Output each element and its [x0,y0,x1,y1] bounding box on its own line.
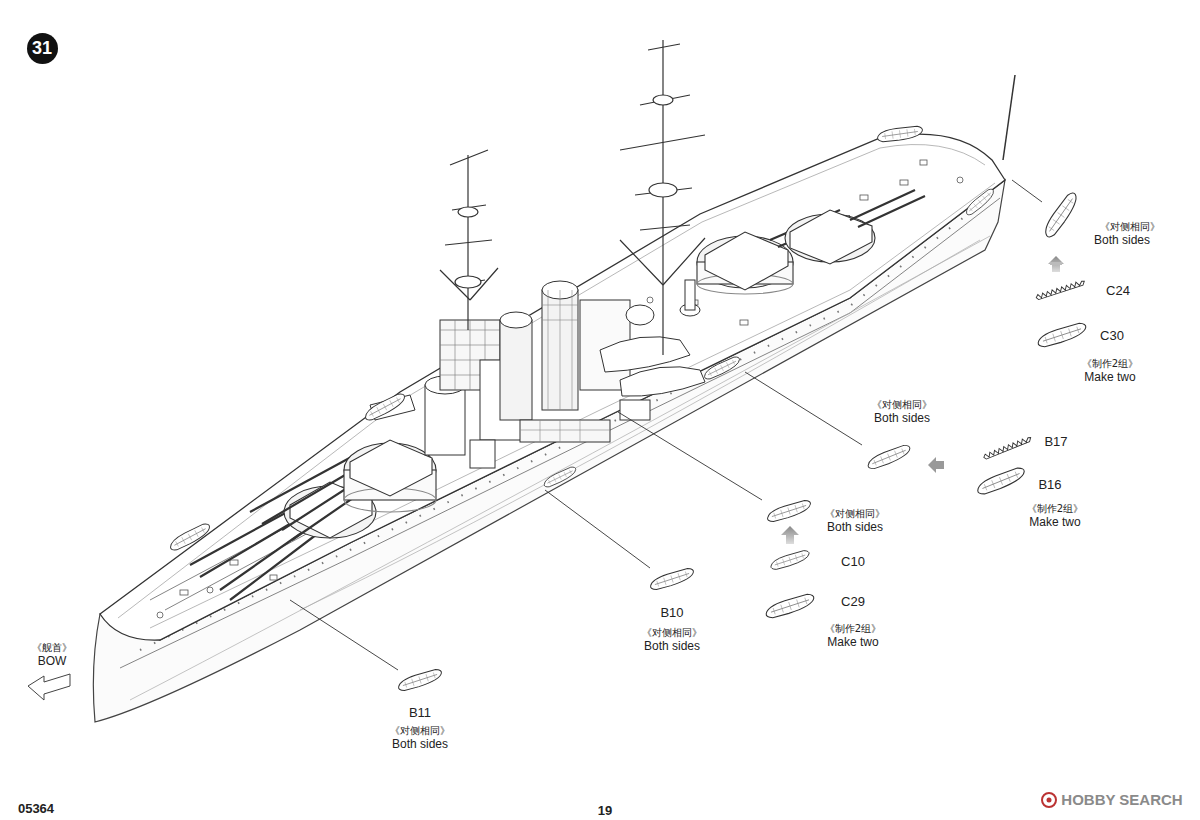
part-label: 《舰首》 [32,642,72,653]
part-label: C10 [841,554,865,569]
label-box: B11 [409,703,431,721]
part-label: 《对侧相同》 [872,399,932,410]
hull-lines [130,236,990,700]
part-label: B16 [1038,477,1061,492]
label-box: 《对侧相同》 [825,503,885,521]
label-box: C24 [1106,281,1130,299]
label-box: B16 [1038,475,1061,493]
label-box: 《制作2组》 [825,618,881,636]
label-box: 《制作2组》 [1082,353,1138,371]
label-box: 《对侧相同》 [642,622,702,640]
part-label: 《制作2组》 [1082,358,1138,369]
part-label: C24 [1106,283,1130,298]
label-box: 《对侧相同》 [872,394,932,412]
part-label: 《对侧相同》 [390,725,450,736]
label-box: Both sides [392,734,448,752]
label-box: 《制作2组》 [1027,498,1083,516]
part-label: C29 [841,594,865,609]
part-label: B17 [1044,434,1067,449]
part-label: B10 [660,605,683,620]
mounted-boats [168,125,997,553]
part-label: Make two [827,635,878,649]
leader-lines [290,180,1042,670]
exploded-parts [396,190,1088,692]
step-number-circle: 31 [27,33,58,64]
part-label: Both sides [827,520,883,534]
fore-turrets [190,440,436,600]
part-label: 05364 [18,801,54,816]
label-box: 《舰首》 [32,637,72,655]
masts [440,40,1015,355]
label-box: HOBBY SEARCH [1061,791,1182,809]
watermark-logo [1042,793,1056,807]
label-box: BOW [38,651,67,669]
label-box: Both sides [874,408,930,426]
label-box: Both sides [1094,230,1150,248]
move-arrows [28,256,1064,700]
label-box: Make two [827,632,878,650]
label-box: 《对侧相同》 [1100,216,1160,234]
part-label: 19 [598,803,612,818]
deck-edge [118,144,995,628]
label-box: C30 [1100,326,1124,344]
label-box: Make two [1084,367,1135,385]
deck [100,134,1005,640]
label-box: B10 [660,603,683,621]
watermark: HOBBY SEARCH [1061,791,1182,808]
part-label: 《对侧相同》 [825,508,885,519]
part-label: Make two [1029,515,1080,529]
label-box: C10 [841,552,865,570]
part-label: 《制作2组》 [1027,503,1083,514]
part-label: Both sides [1094,233,1150,247]
superstructure [370,280,705,468]
aft-turrets [697,190,925,294]
label-box: Both sides [644,636,700,654]
part-label: 《对侧相同》 [642,627,702,638]
label-box: C29 [841,592,865,610]
part-label: BOW [38,654,67,668]
part-label: 《对侧相同》 [1100,221,1160,232]
part-label: C30 [1100,328,1124,343]
label-box: B17 [1044,432,1067,450]
label-box: Make two [1029,512,1080,530]
label-box: Both sides [827,517,883,535]
part-label: B11 [409,705,431,720]
part-label: Both sides [392,737,448,751]
part-label: Both sides [874,411,930,425]
label-box: 05364 [18,799,54,817]
part-label: 《制作2组》 [825,623,881,634]
part-label: Both sides [644,639,700,653]
step-number: 31 [32,38,52,59]
label-box: 19 [598,801,612,819]
label-box: 《对侧相同》 [390,720,450,738]
part-label: Make two [1084,370,1135,384]
deck-fittings [150,160,963,618]
